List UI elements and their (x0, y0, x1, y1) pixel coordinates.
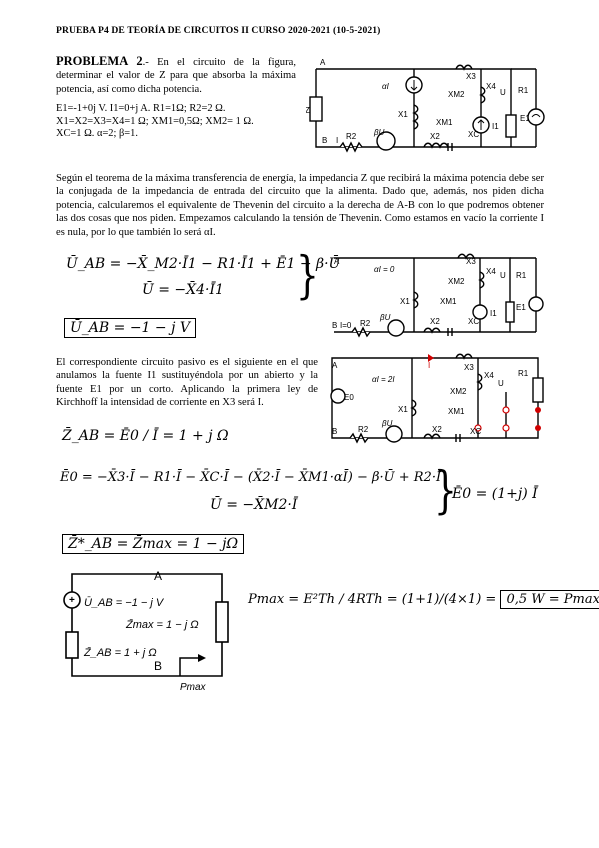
equation-uab-result: Ū_AB = −1 − j V (64, 318, 196, 338)
circuit-diagram-thevenin: + A B Ū_AB = −1 − j V Z̄max = 1 − j Ω Z̄… (63, 569, 229, 693)
e1-label-2: E1 (516, 303, 526, 312)
given-line-2: X1=X2=X3=X4=1 Ω; XM1=0,5Ω; XM2= 1 Ω. (56, 115, 254, 127)
i1-label-2: I1 (490, 309, 497, 318)
x2-label-3: X2 (432, 425, 442, 434)
current-i-label: I (336, 136, 338, 145)
xm1-label: XM1 (436, 118, 453, 127)
equation-e0-1: Ē0 = −X̄3·Ī − R1·Ī − X̄C·Ī − (X̄2·Ī − X̄… (60, 470, 442, 485)
equation-u-1: Ū = −X̄4·Ī1 (142, 282, 224, 298)
xm2-label: XM2 (448, 90, 465, 99)
result-pmax: 0,5 W = Pmax (500, 590, 599, 609)
beta-u-label-2: βU (379, 313, 391, 322)
xc-label-2: XC (468, 317, 479, 326)
beta-u-label: βU (373, 128, 385, 137)
current-i-label-3: I (428, 361, 430, 370)
brace-2: } (434, 462, 457, 520)
r1-label-3: R1 (518, 369, 529, 378)
xc-label: XC (468, 130, 479, 139)
alpha-i-zero-label: αI = 0 (374, 265, 395, 274)
given-line-3: XC=1 Ω. α=2; β=1. (56, 128, 138, 140)
x3-label-2: X3 (466, 257, 476, 266)
i-zero-label: I=0 (340, 321, 352, 330)
e0-label: E0 (344, 393, 354, 402)
final-zab-label: Z̄_AB = 1 + j Ω (83, 646, 157, 659)
final-uab-label: Ū_AB = −1 − j V (84, 597, 165, 609)
r1-label-2: R1 (516, 271, 527, 280)
alpha-i-label: αI (382, 82, 390, 91)
xm2-label-2: XM2 (448, 277, 465, 286)
r2-label-2: R2 (360, 319, 371, 328)
x3-label-3: X3 (464, 363, 474, 372)
plus-sign: + (69, 595, 75, 606)
z-label: Z (306, 106, 310, 115)
x2-label-2: X2 (430, 317, 440, 326)
u-label: U (500, 88, 506, 97)
x1-label-3: X1 (398, 405, 408, 414)
beta-u-label-3: βU (381, 419, 393, 428)
pmax-formula: Pmax = E²Th / 4RTh = (1+1)/(4×1) = (248, 592, 497, 607)
final-node-a: A (154, 569, 162, 583)
x4-label: X4 (486, 82, 496, 91)
node-b-label-3: B (332, 427, 337, 436)
result-zmax: Z̄*_AB = Z̄max = 1 − jΩ (62, 534, 245, 554)
equation-e0-result: Ē0 = (1+j) Ī (452, 486, 538, 502)
circuit-diagram-passive: A E0 B R2 βU αI = 2I I X1 X2 X3 X4 XM1 X… (330, 353, 544, 444)
given-data: E1=-1+0j V. I1=0+j A. R1=1Ω; R2=2 Ω. X1=… (56, 103, 300, 141)
brace-1: } (296, 247, 319, 305)
node-b-label: B (322, 136, 327, 145)
r2-label-3: R2 (358, 425, 369, 434)
xc-label-3: XC (470, 427, 481, 436)
final-zmax-label: Z̄max = 1 − j Ω (125, 618, 199, 631)
equation-zmax: Z̄*_AB = Z̄max = 1 − jΩ (62, 534, 245, 554)
node-b-label-2: B (332, 321, 337, 330)
given-line-1: E1=-1+0j V. I1=0+j A. R1=1Ω; R2=2 Ω. (56, 103, 226, 114)
x1-label-2: X1 (400, 297, 410, 306)
xm1-label-2: XM1 (440, 297, 457, 306)
r2-label: R2 (346, 132, 357, 141)
u-label-3: U (498, 379, 504, 388)
x4-label-2: X4 (486, 267, 496, 276)
current-arrow-icon (428, 354, 434, 362)
alpha-2i-label: αI = 2I (372, 375, 395, 384)
node-a-label-3: A (332, 361, 338, 370)
equation-uab-1: Ū_AB = −X̄_M2·Ī1 − R1·Ī1 + Ē1 − β·Ū (66, 256, 341, 272)
i1-label: I1 (492, 122, 499, 131)
paragraph-passive: El correspondiente circuito pasivo es el… (56, 357, 318, 409)
r1-label: R1 (518, 86, 529, 95)
circuit-diagram-main: A B I Z R2 βU αI X1 X2 X3 X4 XM1 XM2 XC … (306, 58, 545, 153)
final-node-b: B (154, 659, 162, 673)
x1-label: X1 (398, 110, 408, 119)
paragraph-thevenin: Según el teorema de la máxima transferen… (56, 173, 544, 238)
equation-zab-def: Z̄_AB = Ē0 / Ī = 1 + j Ω (62, 428, 229, 444)
page-header: PRUEBA P4 DE TEORÍA DE CIRCUITOS II CURS… (56, 25, 381, 36)
xm1-label-3: XM1 (448, 407, 465, 416)
node-a-label: A (320, 58, 326, 67)
xm2-label-3: XM2 (450, 387, 467, 396)
equation-pmax: Pmax = E²Th / 4RTh = (1+1)/(4×1) = 0,5 W… (248, 590, 599, 609)
u-label-2: U (500, 271, 506, 280)
final-pmax-label: Pmax (180, 682, 207, 693)
x4-label-3: X4 (484, 371, 494, 380)
problem-statement: PROBLEMA 2.- En el circuito de la figura… (56, 54, 296, 96)
problem-text: .- En el circuito de la figura, determin… (56, 57, 296, 95)
x2-label: X2 (430, 132, 440, 141)
result-uab: Ū_AB = −1 − j V (64, 318, 196, 338)
equation-u-2: Ū = −X̄M2·Ī (210, 497, 298, 513)
e1-label: E1 (520, 114, 530, 123)
x3-label: X3 (466, 72, 476, 81)
node-a-label-2: A (334, 257, 340, 266)
circuit-diagram-open: A B I=0 R2 βU αI = 0 X1 X2 X3 X4 XM1 XM2… (332, 253, 544, 338)
problem-title: PROBLEMA 2 (56, 54, 143, 68)
